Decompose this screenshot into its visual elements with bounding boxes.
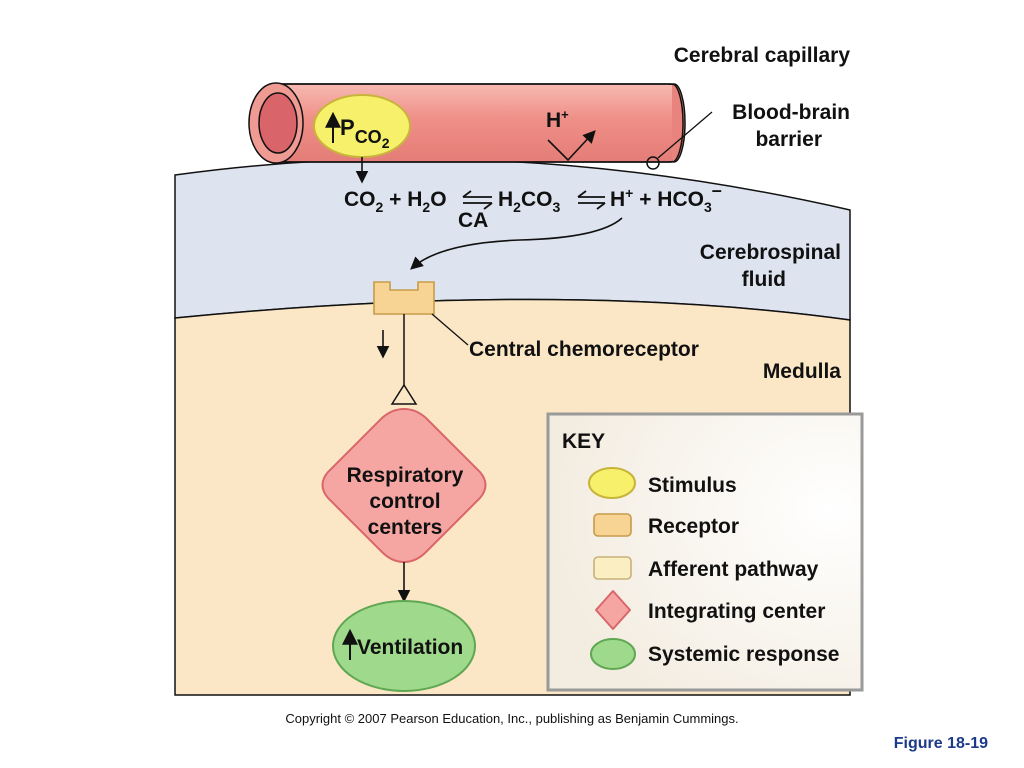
medulla-label: Medulla — [763, 360, 841, 383]
svg-text:H2CO3: H2CO3 — [498, 188, 560, 215]
key-receptor-swatch — [593, 513, 632, 537]
key-title: KEY — [562, 430, 605, 453]
respiratory-label-1: Respiratory — [347, 464, 464, 487]
key-integrating-swatch — [595, 590, 631, 630]
central-chemoreceptor-label: Central chemoreceptor — [469, 338, 699, 361]
csf-region — [174, 158, 851, 321]
blood-brain-barrier-marker — [646, 156, 660, 170]
respiratory-label-2: control — [369, 490, 440, 513]
ventilation-shape — [332, 600, 476, 692]
stimulus-pco2: PCO2 — [313, 94, 411, 158]
cerebral-capillary-label: Cerebral capillary — [674, 44, 851, 67]
key-stimulus-swatch — [588, 467, 636, 499]
key-systemic-swatch — [590, 638, 636, 670]
key-afferent-swatch — [593, 556, 632, 580]
csf-label-2: fluid — [742, 268, 786, 291]
copyright-notice: Copyright © 2007 Pearson Education, Inc.… — [285, 711, 739, 726]
blood-brain-barrier-label-1: Blood-brain — [732, 101, 850, 124]
key-integrating-label: Integrating center — [648, 600, 825, 623]
key-stimulus-label: Stimulus — [648, 474, 737, 497]
key-legend: KEY Stimulus Receptor Afferent pathway I… — [546, 412, 864, 692]
svg-text:H+ + HCO3–: H+ + HCO3– — [610, 180, 722, 215]
csf-label-1: Cerebrospinal — [700, 241, 841, 264]
equilibrium-arrow-icon — [577, 190, 606, 210]
h-plus-to-receptor-arrow — [410, 217, 623, 270]
h-plus-blocked-arrow — [547, 130, 596, 162]
key-systemic-label: Systemic response — [648, 643, 839, 666]
key-receptor-label: Receptor — [648, 515, 739, 538]
svg-text:PCO2: PCO2 — [340, 115, 390, 151]
ventilation-label: Ventilation — [357, 636, 463, 659]
figure-number: Figure 18-19 — [893, 735, 988, 752]
blood-brain-barrier-label-2: barrier — [755, 128, 822, 151]
h-plus-label: H+ — [546, 107, 569, 132]
respiratory-label-3: centers — [368, 516, 443, 539]
svg-text:CO2 + H2O: CO2 + H2O — [344, 188, 447, 215]
carbonic-equation: CO2 + H2O CA H2CO3 H+ + HCO3– — [344, 180, 722, 232]
key-afferent-label: Afferent pathway — [648, 558, 819, 581]
svg-text:CA: CA — [458, 209, 488, 232]
central-chemoreceptor-shape — [373, 281, 435, 315]
equilibrium-arrow-icon — [462, 190, 493, 210]
